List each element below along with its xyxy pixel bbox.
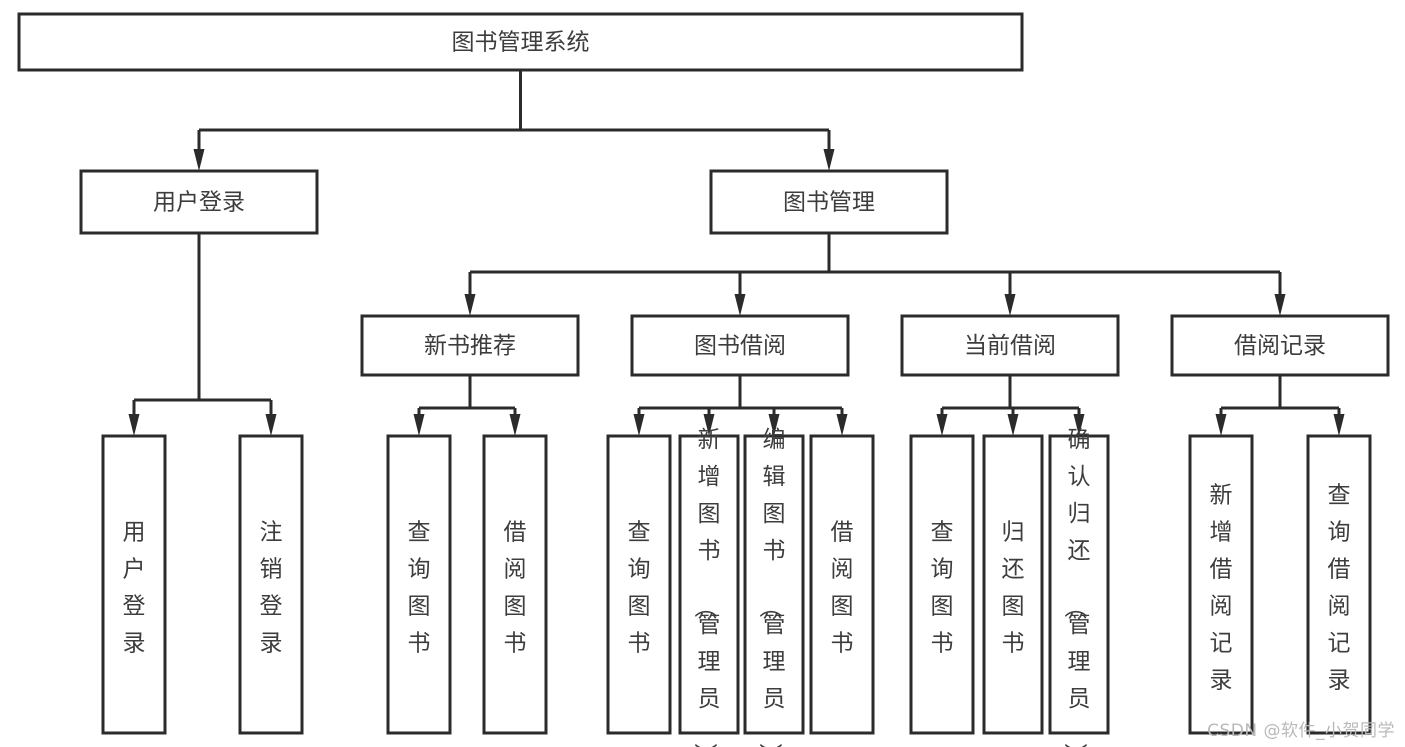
arrow-head-icon: [1007, 414, 1019, 436]
node-leaf-return-book[interactable]: 归还图书: [982, 434, 1044, 735]
connectors-layer: [128, 70, 1345, 436]
arrow-head-icon: [734, 294, 746, 316]
arrow-head-icon: [1274, 294, 1286, 316]
node-user-login[interactable]: 用户登录: [79, 169, 319, 235]
arrow-head-icon: [1073, 414, 1085, 436]
arrow-head-icon: [193, 149, 205, 171]
node-box-leaf-logout[interactable]: [238, 434, 304, 735]
nodes-layer: 图书管理系统用户登录图书管理新书推荐图书借阅当前借阅借阅记录用户登录注销登录查询…: [17, 12, 1390, 747]
node-label-current-borrow: 当前借阅: [964, 333, 1056, 359]
node-book-borrow[interactable]: 图书借阅: [630, 314, 850, 377]
node-leaf-borrow-book[interactable]: 借阅图书: [809, 434, 875, 735]
node-box-leaf-confirm-return-admin[interactable]: [1048, 434, 1110, 735]
arrow-head-icon: [703, 414, 715, 436]
node-box-new-book-recommend[interactable]: [360, 314, 580, 377]
arrow-head-icon: [836, 414, 848, 436]
node-root[interactable]: 图书管理系统: [17, 12, 1024, 72]
node-box-book-borrow[interactable]: [630, 314, 850, 377]
node-box-leaf-return-book[interactable]: [982, 434, 1044, 735]
node-box-leaf-add-book-admin[interactable]: [678, 434, 740, 735]
node-label-borrow-record: 借阅记录: [1234, 333, 1326, 359]
node-label-book-borrow: 图书借阅: [694, 333, 786, 359]
node-label-leaf-query-book-borrow: 查询图书: [628, 519, 651, 656]
node-label-leaf-logout: 注销登录: [260, 519, 283, 656]
node-borrow-record[interactable]: 借阅记录: [1170, 314, 1390, 377]
node-leaf-add-borrow-record[interactable]: 新增借阅记录: [1188, 434, 1254, 735]
node-label-leaf-query-borrow-record: 查询借阅记录: [1328, 482, 1351, 693]
node-label-leaf-confirm-return-admin: 确认归还（管理员）: [1062, 427, 1091, 747]
arrow-head-icon: [633, 414, 645, 436]
node-box-leaf-query-borrow-record[interactable]: [1306, 434, 1372, 735]
node-leaf-query-borrow-record[interactable]: 查询借阅记录: [1306, 434, 1372, 735]
node-label-book-management: 图书管理: [783, 190, 875, 216]
node-leaf-logout[interactable]: 注销登录: [238, 434, 304, 735]
node-box-book-management[interactable]: [709, 169, 949, 235]
node-box-borrow-record[interactable]: [1170, 314, 1390, 377]
arrow-head-icon: [1215, 414, 1227, 436]
arrow-head-icon: [464, 294, 476, 316]
node-box-leaf-query-book-borrow[interactable]: [606, 434, 672, 735]
node-label-leaf-add-book-admin: 新增图书（管理员）: [692, 427, 721, 747]
arrow-head-icon: [509, 414, 521, 436]
arrow-head-icon: [413, 414, 425, 436]
node-label-leaf-query-book-new: 查询图书: [408, 519, 431, 656]
arrow-head-icon: [1333, 414, 1345, 436]
node-label-leaf-borrow-book-new: 借阅图书: [504, 519, 527, 656]
arrow-head-icon: [1004, 294, 1016, 316]
arrow-head-icon: [936, 414, 948, 436]
node-box-current-borrow[interactable]: [900, 314, 1120, 377]
node-leaf-query-book-new[interactable]: 查询图书: [386, 434, 452, 735]
node-label-leaf-query-book-current: 查询图书: [931, 519, 954, 656]
node-label-root: 图书管理系统: [452, 30, 590, 56]
node-box-leaf-borrow-book-new[interactable]: [482, 434, 548, 735]
node-box-leaf-user-login[interactable]: [101, 434, 167, 735]
node-leaf-add-book-admin[interactable]: 新增图书（管理员）: [678, 427, 740, 747]
node-box-leaf-borrow-book[interactable]: [809, 434, 875, 735]
node-leaf-edit-book-admin[interactable]: 编辑图书（管理员）: [743, 427, 805, 747]
csdn-watermark: CSDN @软件_小贺同学: [1207, 721, 1395, 741]
node-leaf-query-book-borrow[interactable]: 查询图书: [606, 434, 672, 735]
node-label-leaf-return-book: 归还图书: [1002, 519, 1025, 656]
node-current-borrow[interactable]: 当前借阅: [900, 314, 1120, 377]
node-box-user-login[interactable]: [79, 169, 319, 235]
node-label-user-login: 用户登录: [153, 190, 245, 216]
arrow-head-icon: [128, 414, 140, 436]
node-box-leaf-add-borrow-record[interactable]: [1188, 434, 1254, 735]
node-leaf-borrow-book-new[interactable]: 借阅图书: [482, 434, 548, 735]
node-leaf-query-book-current[interactable]: 查询图书: [909, 434, 975, 735]
node-book-management[interactable]: 图书管理: [709, 169, 949, 235]
node-label-new-book-recommend: 新书推荐: [424, 333, 516, 359]
node-leaf-confirm-return-admin[interactable]: 确认归还（管理员）: [1048, 427, 1110, 747]
arrow-head-icon: [768, 414, 780, 436]
node-box-leaf-query-book-current[interactable]: [909, 434, 975, 735]
node-box-root[interactable]: [17, 12, 1024, 72]
node-label-leaf-borrow-book: 借阅图书: [831, 519, 854, 656]
node-label-leaf-user-login: 用户登录: [123, 519, 146, 656]
node-label-leaf-add-borrow-record: 新增借阅记录: [1210, 482, 1233, 693]
node-label-leaf-edit-book-admin: 编辑图书（管理员）: [757, 427, 786, 747]
node-box-leaf-edit-book-admin[interactable]: [743, 434, 805, 735]
arrow-head-icon: [823, 149, 835, 171]
node-new-book-recommend[interactable]: 新书推荐: [360, 314, 580, 377]
node-box-leaf-query-book-new[interactable]: [386, 434, 452, 735]
node-leaf-user-login[interactable]: 用户登录: [101, 434, 167, 735]
arrow-head-icon: [265, 414, 277, 436]
